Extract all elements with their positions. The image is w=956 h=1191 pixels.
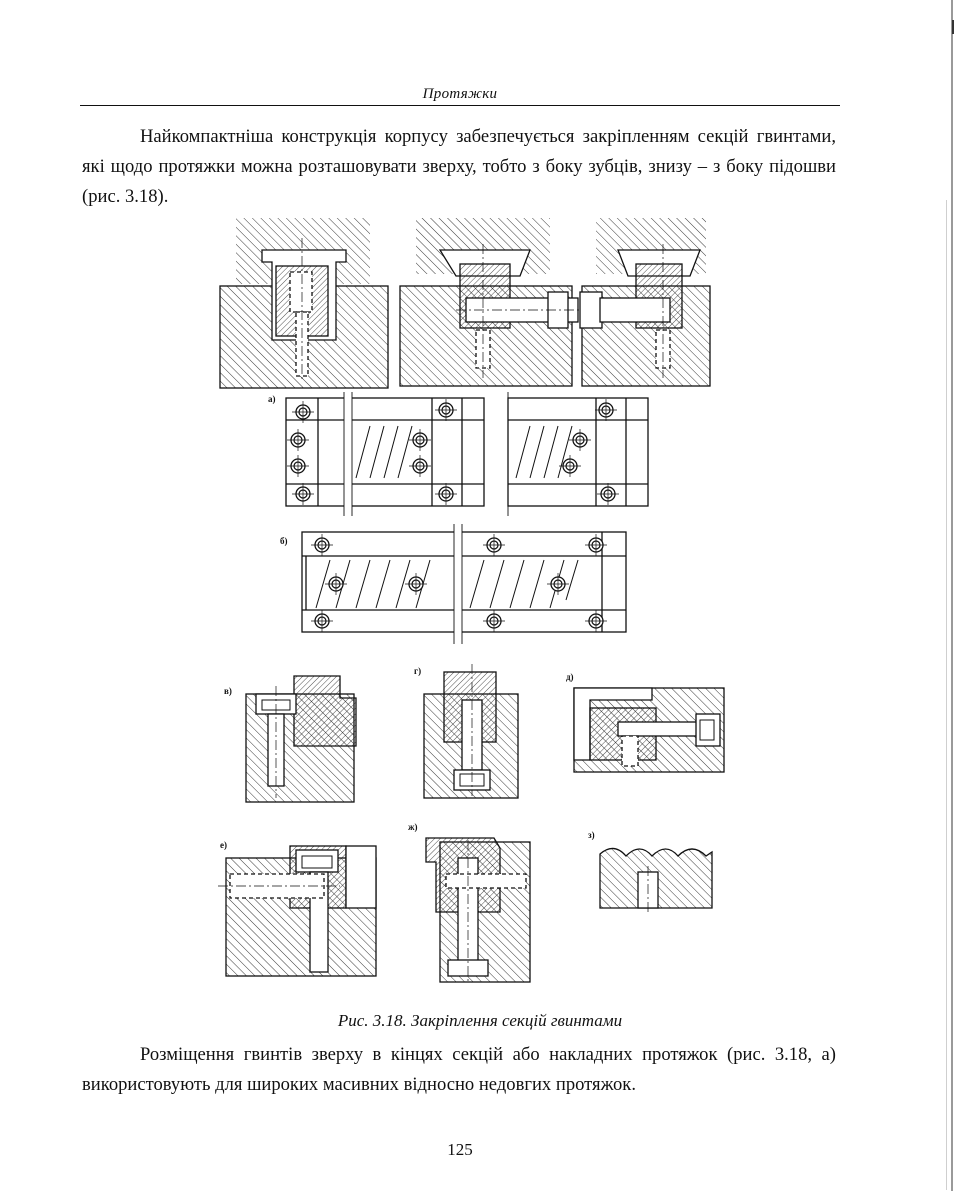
running-head: Протяжки (422, 86, 498, 102)
paragraph-1: Найкомпактніша конструкція корпусу забез… (82, 122, 836, 212)
view-g (423, 664, 519, 799)
view-a-section-1 (219, 218, 389, 389)
label-a: а) (268, 394, 276, 404)
view-v (245, 675, 357, 803)
scan-edge-line (951, 0, 953, 1191)
view-a-section-3 (579, 218, 711, 387)
scan-edge-mark (952, 20, 954, 34)
view-d (573, 687, 725, 773)
header-rule (80, 105, 840, 106)
page-number: 125 (447, 1140, 473, 1159)
view-a-section-2 (399, 218, 584, 387)
view-zh (425, 837, 531, 984)
paragraph-1-text: Найкомпактніша конструкція корпусу забез… (82, 126, 836, 207)
scan-edge (938, 0, 956, 1191)
label-b: б) (280, 536, 288, 546)
label-zh: ж) (408, 822, 418, 832)
label-d: д) (566, 672, 574, 682)
label-g: г) (414, 666, 421, 676)
scan-edge-line-faint (946, 200, 947, 1190)
paragraph-2-text: Розміщення гвинтів зверху в кінцях секці… (82, 1044, 836, 1095)
label-e: е) (220, 840, 227, 850)
view-b-plan (301, 524, 627, 644)
figure-caption: Рис. 3.18. Закріплення секцій гвинтами (337, 1011, 623, 1030)
label-z: з) (588, 830, 595, 840)
view-a-plan (285, 392, 649, 516)
label-v: в) (224, 686, 232, 696)
view-e (218, 845, 377, 977)
paragraph-2: Розміщення гвинтів зверху в кінцях секці… (82, 1040, 836, 1100)
view-z (599, 847, 713, 912)
